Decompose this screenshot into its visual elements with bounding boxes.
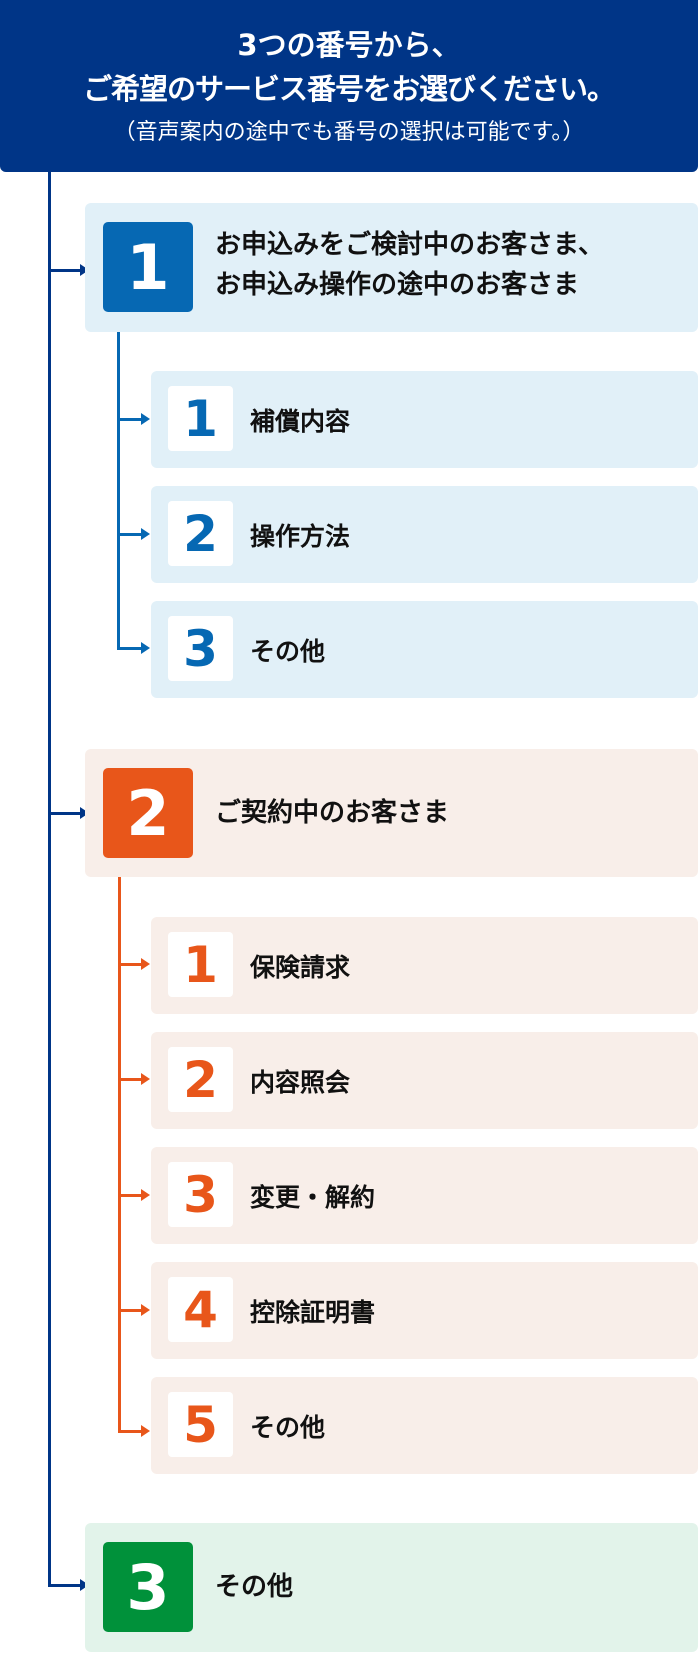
option-2-label: ご契約中のお客さま	[215, 798, 450, 828]
instruction-header: 3つの番号から、 ご希望のサービス番号をお選びください。 （音声案内の途中でも番…	[0, 0, 698, 172]
sub-item-label: 操作方法	[250, 521, 351, 551]
option-2-sub-item-3[interactable]: 3 変更・解約	[151, 1147, 698, 1244]
header-line-2: ご希望のサービス番号をお選びください。	[82, 72, 616, 106]
arrow-icon	[141, 528, 150, 540]
option-1-sub-item-3[interactable]: 3 その他	[151, 601, 698, 698]
sub-branch-line	[118, 1078, 141, 1081]
sub-item-label: 変更・解約	[250, 1182, 376, 1212]
option-3-number: 3	[103, 1542, 193, 1632]
option-2-sub-item-2[interactable]: 2 内容照会	[151, 1032, 698, 1129]
arrow-icon	[80, 1579, 89, 1591]
sub-item-number: 5	[168, 1392, 233, 1457]
arrow-icon	[80, 807, 89, 819]
branch-line-2	[48, 812, 80, 815]
header-note: （音声案内の途中でも番号の選択は可能です。）	[113, 120, 585, 145]
sub-item-label: 保険請求	[250, 952, 351, 982]
option-1-card[interactable]: 1 お申込みをご検討中のお客さま、 お申込み操作の途中のお客さま	[85, 203, 698, 332]
arrow-icon	[141, 1304, 150, 1316]
option-2-sub-connector	[118, 877, 121, 1432]
sub-item-number: 1	[168, 932, 233, 997]
option-2-card[interactable]: 2 ご契約中のお客さま	[85, 749, 698, 877]
arrow-icon	[141, 1073, 150, 1085]
option-1-sub-item-1[interactable]: 1 補償内容	[151, 371, 698, 468]
option-1-number: 1	[103, 222, 193, 312]
branch-line-3	[48, 1584, 80, 1587]
sub-item-number: 2	[168, 501, 233, 566]
branch-line-1	[48, 269, 80, 272]
arrow-icon	[141, 642, 150, 654]
sub-item-number: 2	[168, 1047, 233, 1112]
option-2-number: 2	[103, 768, 193, 858]
option-1-sub-item-2[interactable]: 2 操作方法	[151, 486, 698, 583]
sub-branch-line	[118, 1194, 141, 1197]
option-1-label: お申込みをご検討中のお客さま、 お申込み操作の途中のお客さま	[215, 230, 604, 300]
sub-branch-line	[118, 1430, 141, 1433]
header-line-1: 3つの番号から、	[237, 28, 461, 62]
sub-item-label: 控除証明書	[250, 1297, 376, 1327]
sub-item-number: 4	[168, 1277, 233, 1342]
option-1-sub-connector	[117, 332, 120, 649]
sub-item-number: 3	[168, 616, 233, 681]
sub-item-number: 3	[168, 1162, 233, 1227]
sub-branch-line	[117, 418, 141, 421]
option-2-sub-item-4[interactable]: 4 控除証明書	[151, 1262, 698, 1359]
sub-item-label: その他	[250, 636, 326, 666]
sub-branch-line	[117, 647, 141, 650]
arrow-icon	[80, 264, 89, 276]
arrow-icon	[141, 1189, 150, 1201]
sub-item-label: 内容照会	[250, 1067, 351, 1097]
sub-branch-line	[118, 963, 141, 966]
arrow-icon	[141, 958, 150, 970]
main-connector-line	[48, 172, 51, 1586]
sub-item-number: 1	[168, 386, 233, 451]
option-2-sub-item-1[interactable]: 1 保険請求	[151, 917, 698, 1014]
option-3-label: その他	[215, 1572, 294, 1602]
sub-branch-line	[117, 533, 141, 536]
option-2-sub-item-5[interactable]: 5 その他	[151, 1377, 698, 1474]
option-3-card[interactable]: 3 その他	[85, 1523, 698, 1652]
arrow-icon	[141, 1425, 150, 1437]
sub-branch-line	[118, 1309, 141, 1312]
sub-item-label: 補償内容	[250, 406, 351, 436]
sub-item-label: その他	[250, 1412, 326, 1442]
arrow-icon	[141, 413, 150, 425]
